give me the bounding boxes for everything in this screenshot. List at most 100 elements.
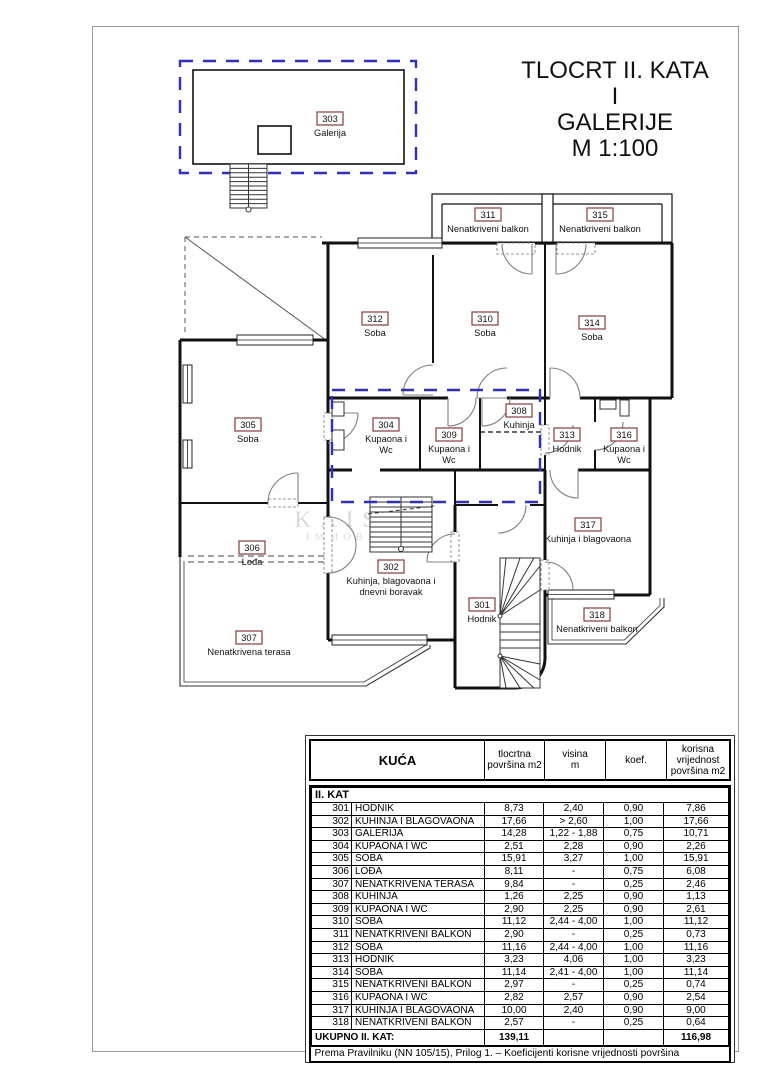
koef-cell: 1,00 bbox=[603, 814, 664, 829]
height-cell: - bbox=[543, 877, 604, 892]
room-name-cell: SOBA bbox=[351, 852, 485, 866]
windows bbox=[182, 237, 615, 646]
room-number-cell: 310 bbox=[311, 915, 352, 929]
room-number-cell: 308 bbox=[311, 890, 352, 904]
area-cell: 14,28 bbox=[484, 827, 544, 841]
room-name-cell: NENATKRIVENI BALKON bbox=[351, 1016, 485, 1030]
room-name: Kuhinja bbox=[503, 420, 535, 430]
room-number: 303 bbox=[322, 114, 338, 124]
koef-cell: 0,25 bbox=[603, 978, 664, 992]
room-name: Soba bbox=[364, 328, 387, 338]
value-cell: 0,74 bbox=[663, 978, 729, 992]
room-number-box bbox=[238, 540, 266, 555]
room-number-cell: 306 bbox=[311, 864, 352, 879]
area-cell: 2,51 bbox=[484, 839, 544, 854]
door-arc bbox=[497, 504, 527, 534]
room-name: dnevni boravak bbox=[359, 587, 422, 597]
koef-cell: 0,90 bbox=[603, 890, 664, 904]
room-number: 305 bbox=[240, 420, 256, 430]
room-number: 314 bbox=[584, 318, 600, 328]
height-cell: 2,44 - 4,00 bbox=[543, 940, 604, 955]
summary-table: KUĆA tlocrtna površina m2 visina m koef.… bbox=[305, 735, 735, 1063]
room-number-box bbox=[574, 517, 602, 532]
room-number: 313 bbox=[559, 430, 575, 440]
value-cell: 11,12 bbox=[663, 915, 729, 929]
area-cell: 11,12 bbox=[484, 915, 544, 929]
room-number-cell: 311 bbox=[311, 927, 352, 942]
value-cell: 1,13 bbox=[663, 890, 729, 904]
door-arc bbox=[549, 469, 579, 499]
room-name-cell: KUPAONA I WC bbox=[351, 902, 485, 917]
galerija-overlay-outline bbox=[330, 388, 542, 504]
koef-cell: 1,00 bbox=[603, 852, 664, 866]
room-name-cell: GALERIJA bbox=[351, 827, 485, 841]
room-number-box bbox=[435, 427, 463, 442]
door-arc bbox=[555, 243, 587, 275]
room-name-cell: HODNIK bbox=[351, 953, 485, 967]
door-arc bbox=[327, 516, 357, 574]
door-arc bbox=[267, 472, 299, 504]
height-cell: 2,25 bbox=[543, 902, 604, 917]
height-cell: 2,57 bbox=[543, 990, 604, 1005]
room-number: 307 bbox=[241, 633, 257, 643]
room-number: 311 bbox=[481, 210, 496, 220]
area-cell: 11,14 bbox=[484, 965, 544, 980]
height-cell: 3,27 bbox=[543, 852, 604, 866]
area-cell: 2,90 bbox=[484, 902, 544, 917]
room-name-cell: SOBA bbox=[351, 915, 485, 929]
header-korisna-vrijednost: korisna vrijednost površina m2 bbox=[666, 741, 729, 779]
room-name: Hodnik bbox=[468, 614, 497, 624]
title-line-3: GALERIJE bbox=[557, 109, 673, 136]
area-cell: 2,97 bbox=[484, 978, 544, 992]
room-name: Nenatkriveni balkon bbox=[556, 624, 638, 634]
room-name: Nenatkriveni balkon bbox=[559, 224, 641, 234]
room-name: Galerija bbox=[314, 128, 347, 138]
header-kuca: KUĆA bbox=[378, 752, 417, 768]
room-number-cell: 318 bbox=[311, 1016, 352, 1030]
value-cell: 9,00 bbox=[663, 1003, 729, 1018]
height-cell: 2,40 bbox=[543, 1003, 604, 1018]
height-cell: - bbox=[543, 927, 604, 942]
room-number: 301 bbox=[474, 600, 490, 610]
room-number-box bbox=[468, 597, 496, 612]
room-number: 304 bbox=[378, 420, 394, 430]
value-cell: 10,71 bbox=[663, 827, 729, 841]
room-number: 308 bbox=[511, 406, 527, 416]
room-name-cell: NENATKRIVENA TERASA bbox=[351, 877, 485, 892]
koef-cell: 0,75 bbox=[603, 827, 664, 841]
room-name: Kupaona i bbox=[428, 444, 470, 454]
room-number: 302 bbox=[383, 562, 399, 572]
room-number-box bbox=[474, 207, 502, 222]
area-cell: 9,84 bbox=[484, 877, 544, 892]
room-name-cell: KUHINJA I BLAGOVAONA bbox=[351, 1003, 485, 1018]
room-number-cell: 314 bbox=[311, 965, 352, 980]
room-number-cell: 312 bbox=[311, 940, 352, 955]
door-arc bbox=[501, 243, 533, 275]
room-number-cell: 303 bbox=[311, 827, 352, 841]
galerija-opening bbox=[257, 125, 292, 155]
height-cell: 2,25 bbox=[543, 890, 604, 904]
room-name-cell: KUHINJA I BLAGOVAONA bbox=[351, 814, 485, 829]
room-name: Soba bbox=[474, 328, 497, 338]
window bbox=[236, 334, 314, 346]
height-cell: 2,44 - 4,00 bbox=[543, 915, 604, 929]
room-number: 318 bbox=[589, 610, 605, 620]
koef-cell: 0,90 bbox=[603, 990, 664, 1005]
room-name: Lođa bbox=[242, 557, 264, 567]
